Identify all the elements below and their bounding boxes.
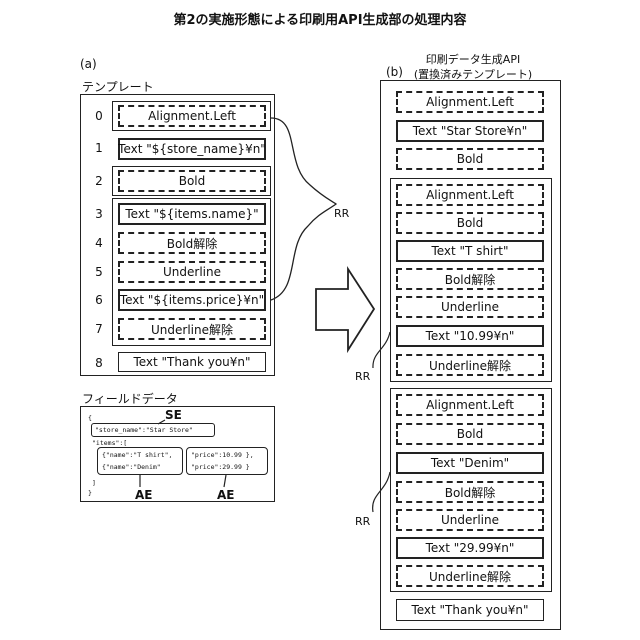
process-arrow xyxy=(316,269,374,350)
rr-leader-1 xyxy=(373,332,390,368)
rr-leader-2 xyxy=(373,472,390,512)
ae-leader-2 xyxy=(224,475,226,487)
brace-curve xyxy=(271,118,336,300)
se-leader xyxy=(158,420,165,424)
